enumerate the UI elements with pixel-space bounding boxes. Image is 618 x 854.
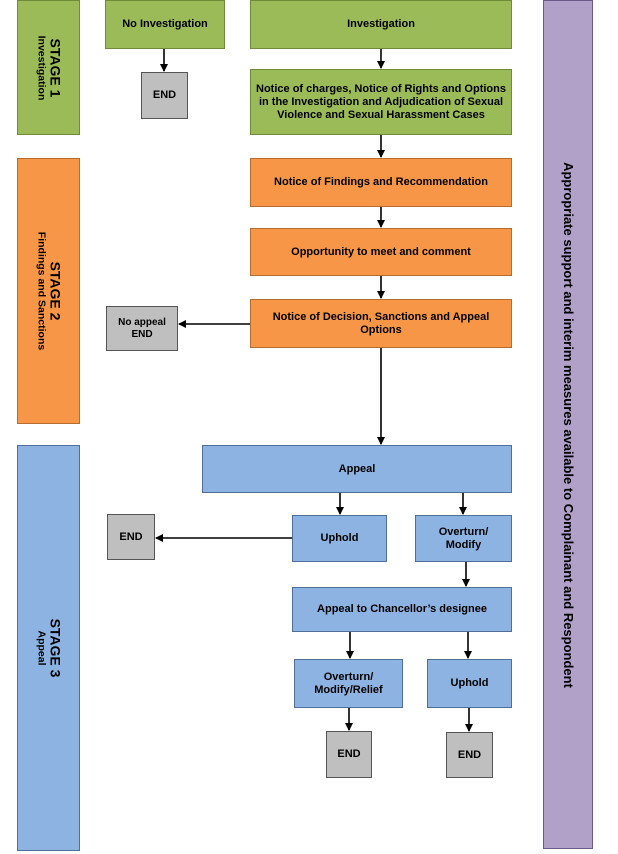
support-banner: Appropriate support and interim measures… <box>543 0 593 849</box>
investigation-label: Investigation <box>347 18 415 30</box>
notice-charges-label: Notice of charges, Notice of Rights and … <box>256 82 506 121</box>
overturn-modify-relief-box: Overturn/ Modify/Relief <box>294 659 403 708</box>
end-box-3: END <box>326 731 372 778</box>
no-investigation-label: No Investigation <box>122 18 208 30</box>
appeal-chancellor-box: Appeal to Chancellor’s designee <box>292 587 512 632</box>
opportunity-box: Opportunity to meet and comment <box>250 228 512 276</box>
stage-3-bar: STAGE 3 Appeal <box>17 445 80 851</box>
stage-1-bar: STAGE 1 Investigation <box>17 0 80 135</box>
overturn-modify-label: Overturn/ Modify <box>438 525 489 551</box>
uphold-box-2: Uphold <box>427 659 512 708</box>
opportunity-label: Opportunity to meet and comment <box>291 245 471 258</box>
appeal-box: Appeal <box>202 445 512 493</box>
appeal-label: Appeal <box>338 462 376 475</box>
no-appeal-end-box: No appeal END <box>106 306 178 351</box>
notice-findings-label: Notice of Findings and Recommendation <box>274 176 488 188</box>
end-label-1: END <box>152 89 177 101</box>
end-label-4: END <box>457 748 482 761</box>
notice-charges-box: Notice of charges, Notice of Rights and … <box>250 69 512 135</box>
overturn-modify-box: Overturn/ Modify <box>415 515 512 562</box>
notice-decision-box: Notice of Decision, Sanctions and Appeal… <box>250 299 512 348</box>
end-label-2: END <box>119 530 143 543</box>
end-box-1: END <box>141 72 188 119</box>
uphold-label-2: Uphold <box>450 677 489 689</box>
stage-2-bar: STAGE 2 Findings and Sanctions <box>17 158 80 424</box>
end-box-2: END <box>107 514 155 560</box>
uphold-box-1: Uphold <box>292 515 387 562</box>
notice-findings-box: Notice of Findings and Recommendation <box>250 158 512 207</box>
notice-decision-label: Notice of Decision, Sanctions and Appeal… <box>272 310 490 336</box>
appeal-chancellor-label: Appeal to Chancellor’s designee <box>317 603 487 615</box>
overturn-modify-relief-label: Overturn/ Modify/Relief <box>314 670 383 696</box>
no-appeal-end-label: No appeal END <box>118 316 166 340</box>
uphold-label-1: Uphold <box>320 532 359 544</box>
investigation-box: Investigation <box>250 0 512 49</box>
end-label-3: END <box>337 748 361 760</box>
no-investigation-box: No Investigation <box>105 0 225 49</box>
end-box-4: END <box>446 732 493 778</box>
